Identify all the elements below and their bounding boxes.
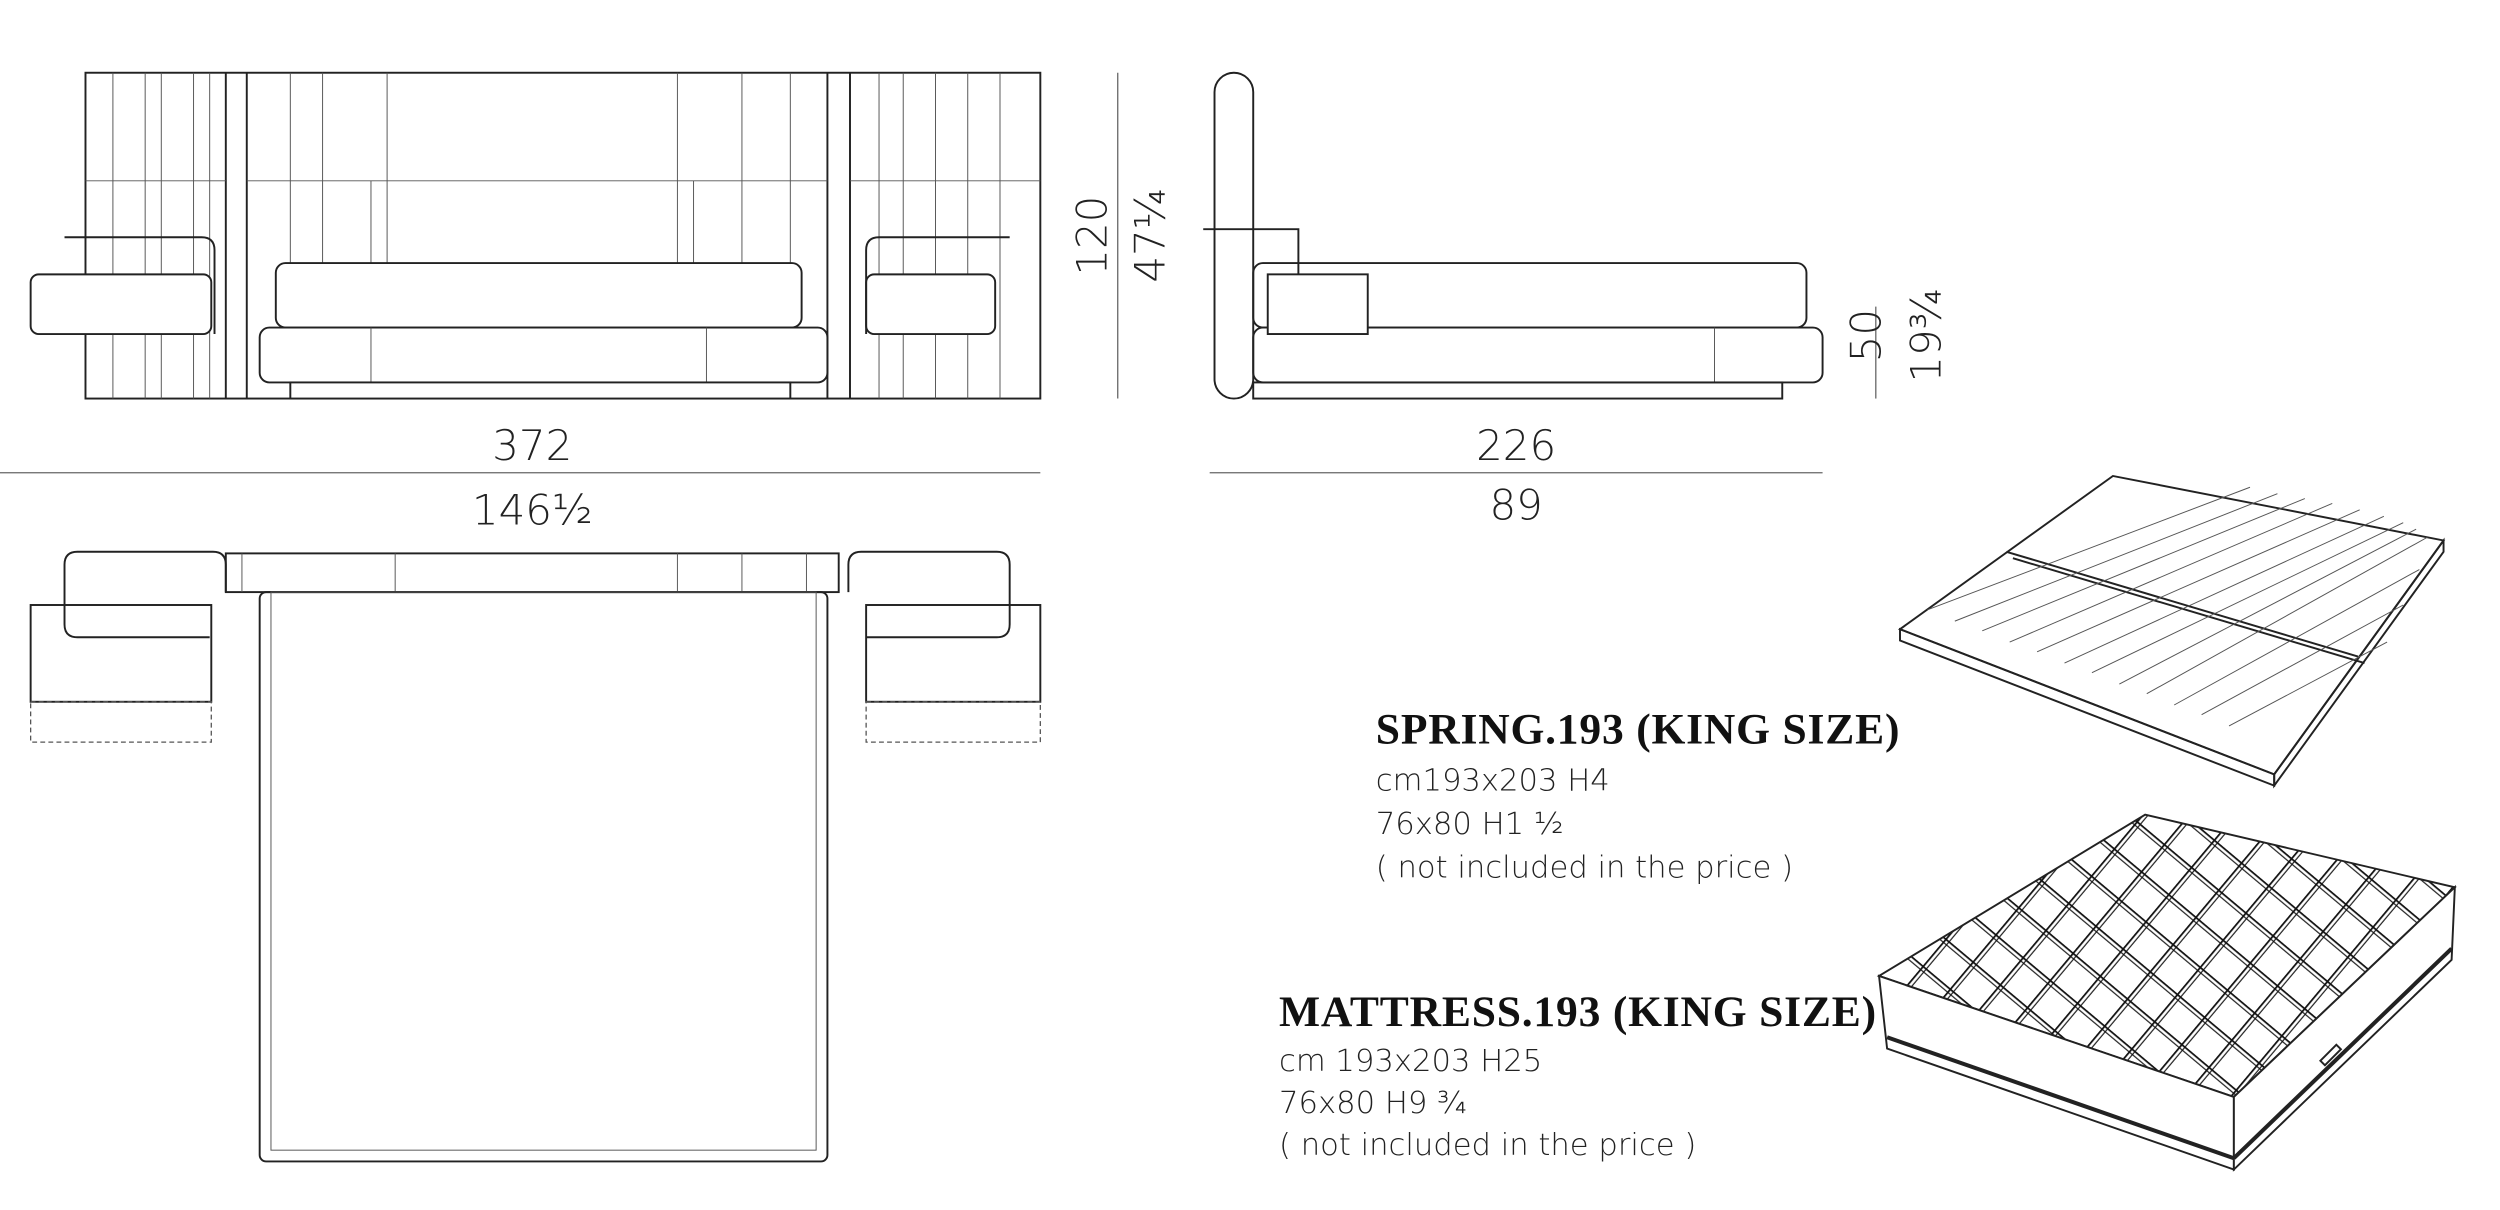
spring-size-in: 76x80 H1 ½ xyxy=(1376,807,1564,842)
mattress-size-in: 76x80 H9 ¾ xyxy=(1279,1086,1467,1121)
mattress-info: MATTRESS.193 (KING SIZE) cm 193x203 H25 … xyxy=(1279,988,1877,1163)
side-view xyxy=(1203,71,1824,400)
spring-note: ( not included in the price ) xyxy=(1376,851,1793,886)
width-in-label: 146½ xyxy=(472,485,593,534)
height-cm-label: 120 xyxy=(1067,196,1116,276)
mattress-illustration xyxy=(1876,813,2457,1172)
mattress-title: MATTRESS.193 (KING SIZE) xyxy=(1279,988,1877,1036)
side-height-dimension: 50 19¾ xyxy=(1842,289,1950,399)
mattress-size-cm: cm 193x203 H25 xyxy=(1279,1044,1542,1079)
spring-info: SPRING.193 (KING SIZE) cm193x203 H4 76x8… xyxy=(1376,706,1900,886)
mattress-note: ( not included in the price ) xyxy=(1279,1128,1696,1163)
spring-title: SPRING.193 (KING SIZE) xyxy=(1376,706,1900,754)
spring-size-cm: cm193x203 H4 xyxy=(1376,763,1610,798)
plan-view xyxy=(29,550,1042,1163)
width-cm-label: 372 xyxy=(492,421,572,470)
side-height-cm-label: 50 xyxy=(1842,309,1891,362)
front-width-dimension: 372 146½ xyxy=(0,421,1041,534)
length-in-label: 89 xyxy=(1489,481,1542,530)
spring-illustration xyxy=(1897,474,2446,789)
side-length-dimension: 226 89 xyxy=(1209,421,1823,530)
side-height-in-label: 19¾ xyxy=(1901,289,1950,383)
front-height-dimension: 120 47¼ xyxy=(1067,72,1175,399)
length-cm-label: 226 xyxy=(1476,421,1556,470)
front-view xyxy=(29,71,1042,400)
height-in-label: 47¼ xyxy=(1126,189,1175,283)
